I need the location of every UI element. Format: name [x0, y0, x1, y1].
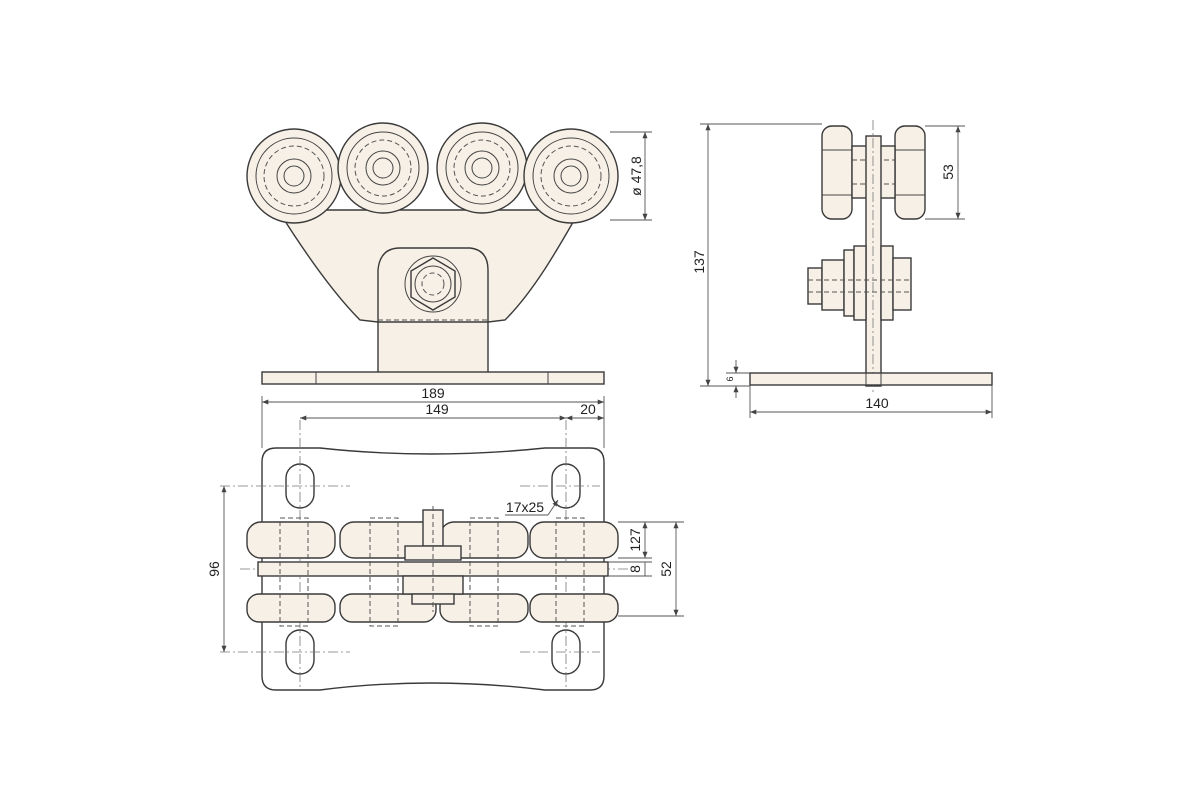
gap-8-dimension: 8: [608, 561, 652, 577]
wheel-diameter-dimension: ø 47,8: [610, 131, 652, 221]
width-127-label: 127: [627, 528, 643, 552]
total-height-label: 137: [691, 250, 707, 274]
side-width-label: 140: [865, 395, 889, 411]
front-wheel-1: [246, 128, 342, 224]
wheel-diameter-label: ø 47,8: [628, 156, 644, 196]
front-hex-nut: [404, 255, 462, 313]
top-center-bolt: [402, 506, 464, 612]
hole-edge-label: 20: [580, 401, 596, 417]
top-view-plate: [261, 447, 605, 691]
width-127-dimension: 127: [618, 521, 684, 559]
front-view-boss: [377, 247, 489, 323]
plate-thickness-dimension: 6: [725, 360, 750, 398]
plate-thickness-label: 6: [725, 376, 735, 381]
side-base-plate: [749, 372, 993, 386]
hole-edge-dimension: 20: [566, 401, 604, 421]
hole-spacing-label: 149: [425, 401, 449, 417]
side-center-web: [865, 135, 882, 387]
side-wheel-right: [894, 125, 926, 220]
side-bolt-end: [807, 267, 823, 305]
front-base-plate: [261, 371, 605, 385]
side-view: 53 137 6 140: [691, 120, 993, 418]
front-wheel-4: [523, 128, 619, 224]
front-wheel-3: [436, 122, 528, 214]
plate-width-dimension: 96: [206, 486, 227, 652]
side-nut-right: [892, 257, 912, 311]
side-washer-left: [843, 249, 855, 317]
side-height-label: 53: [940, 164, 956, 180]
hole-spacing-dimension: 149: [300, 401, 566, 421]
front-wheel-2: [337, 122, 429, 214]
gap-8-label: 8: [627, 565, 643, 573]
side-width-dimension: 140: [749, 385, 993, 418]
side-nut-left: [821, 259, 845, 311]
total-height-dimension: 137: [691, 123, 822, 387]
slot-size-label: 17x25: [506, 499, 544, 515]
top-axles: [279, 517, 585, 627]
front-view: ø 47,8: [246, 122, 652, 385]
width-52-dimension: 52: [618, 522, 684, 617]
plate-width-label: 96: [206, 561, 222, 577]
total-length-dimension: 189: [261, 385, 605, 448]
side-plate-left: [853, 245, 867, 321]
side-height-dimension: 53: [925, 125, 965, 220]
top-view: 189 149 20 17x25 96 127: [206, 385, 684, 691]
total-length-label: 189: [421, 385, 445, 401]
width-52-label: 52: [658, 561, 674, 577]
side-wheel-left: [821, 125, 853, 220]
side-plate-right: [880, 245, 894, 321]
top-wheel-row-upper: [246, 521, 619, 559]
top-wheel-row-lower: [246, 593, 619, 623]
slot-size-callout: 17x25: [505, 499, 559, 516]
